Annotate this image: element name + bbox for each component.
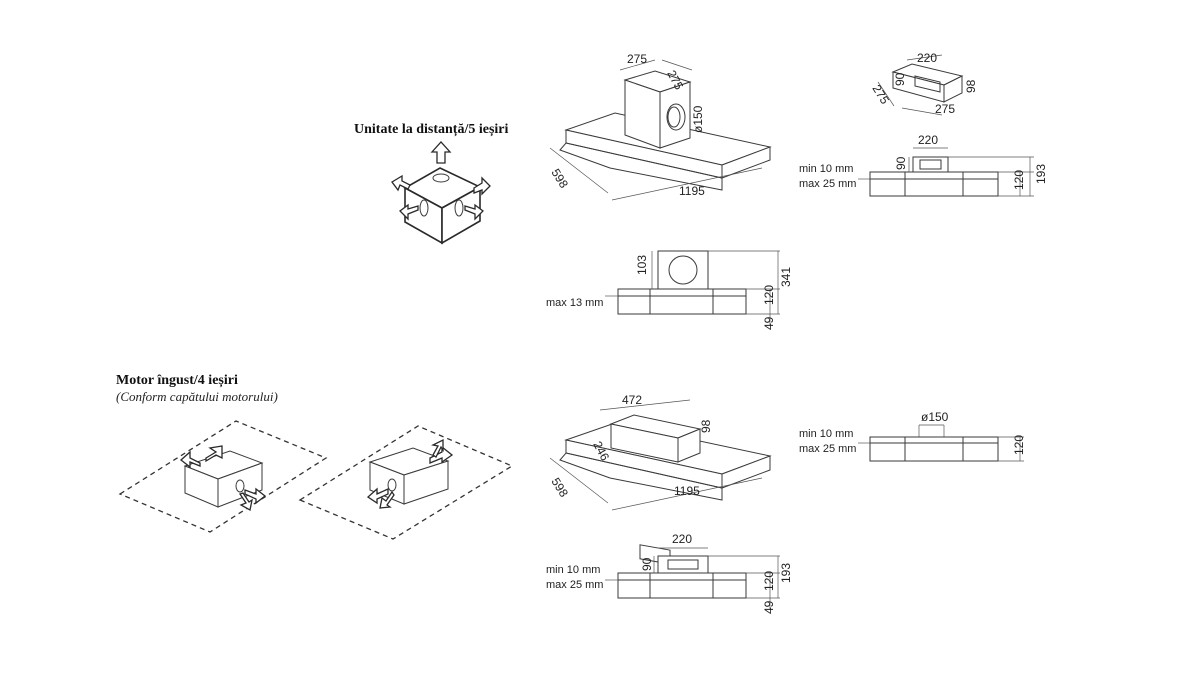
dim-narrow-front-outlet-width: 220: [672, 532, 692, 546]
remote-hood-side-view: [858, 147, 1034, 197]
dim-narrow-motor-length: 472: [622, 393, 642, 407]
dim-box-depth2: 275: [935, 102, 955, 116]
label-side-min: min 10 mm: [799, 163, 853, 175]
label-front-max: max 13 mm: [546, 297, 603, 309]
dim-narrow-front-body-height: 120: [762, 571, 776, 591]
remote-hood-front-view: [605, 250, 780, 325]
dim-front-outlet-height: 103: [635, 255, 649, 275]
dim-narrow-side-outlet-dia: ø150: [921, 410, 949, 424]
dim-remote-depth: 598: [548, 166, 571, 191]
label-side-max: max 25 mm: [799, 178, 856, 190]
dim-front-body-height: 120: [762, 285, 776, 305]
label-narrow-side-min: min 10 mm: [799, 428, 853, 440]
narrow-hood-front-view: [605, 547, 780, 609]
remote-unit-title: Unitate la distanță/5 ieșiri: [354, 122, 508, 137]
remote-hood-isometric: [549, 59, 772, 201]
dim-box-height2: 98: [964, 79, 978, 93]
narrow-hood-isometric: [549, 399, 772, 565]
dim-side-outlet-height: 90: [894, 156, 908, 170]
dim-narrow-side-body-height: 120: [1012, 435, 1026, 455]
label-narrow-front-min: min 10 mm: [546, 564, 600, 576]
dim-narrow-width: 1195: [674, 484, 700, 498]
remote-unit-cube-icon: [391, 141, 491, 245]
dim-remote-width: 1195: [679, 184, 705, 198]
dim-box-width: 220: [917, 51, 937, 65]
dim-narrow-front-total-height: 193: [779, 563, 793, 583]
narrow-motor-subtitle: (Conform capătului motorului): [116, 389, 278, 404]
label-narrow-front-max: max 25 mm: [546, 579, 603, 591]
narrow-motor-icon-left: [118, 420, 328, 533]
dim-side-body-height: 120: [1012, 170, 1026, 190]
dim-box-depth1: 275: [869, 82, 892, 107]
dim-narrow-front-lower-height: 49: [762, 600, 776, 614]
dim-remote-outlet-dia: ø150: [691, 105, 705, 133]
remote-outlet-box-isometric: [877, 54, 964, 116]
dim-box-height: 90: [893, 72, 907, 86]
dim-front-lower-height: 49: [762, 316, 776, 330]
narrow-motor-title: Motor îngust/4 ieșiri: [116, 373, 238, 388]
narrow-motor-icon-right: [298, 425, 514, 540]
dim-side-outlet-width: 220: [918, 133, 938, 147]
narrow-hood-side-view: [858, 424, 1024, 462]
dim-side-total-height: 193: [1034, 164, 1048, 184]
dim-narrow-front-outlet-height: 90: [640, 557, 654, 571]
dim-narrow-motor-height: 98: [699, 419, 713, 433]
dim-front-total-height: 341: [779, 267, 793, 287]
dim-narrow-depth: 598: [548, 475, 571, 500]
label-narrow-side-max: max 25 mm: [799, 443, 856, 455]
dim-remote-motor-width: 275: [627, 52, 647, 66]
